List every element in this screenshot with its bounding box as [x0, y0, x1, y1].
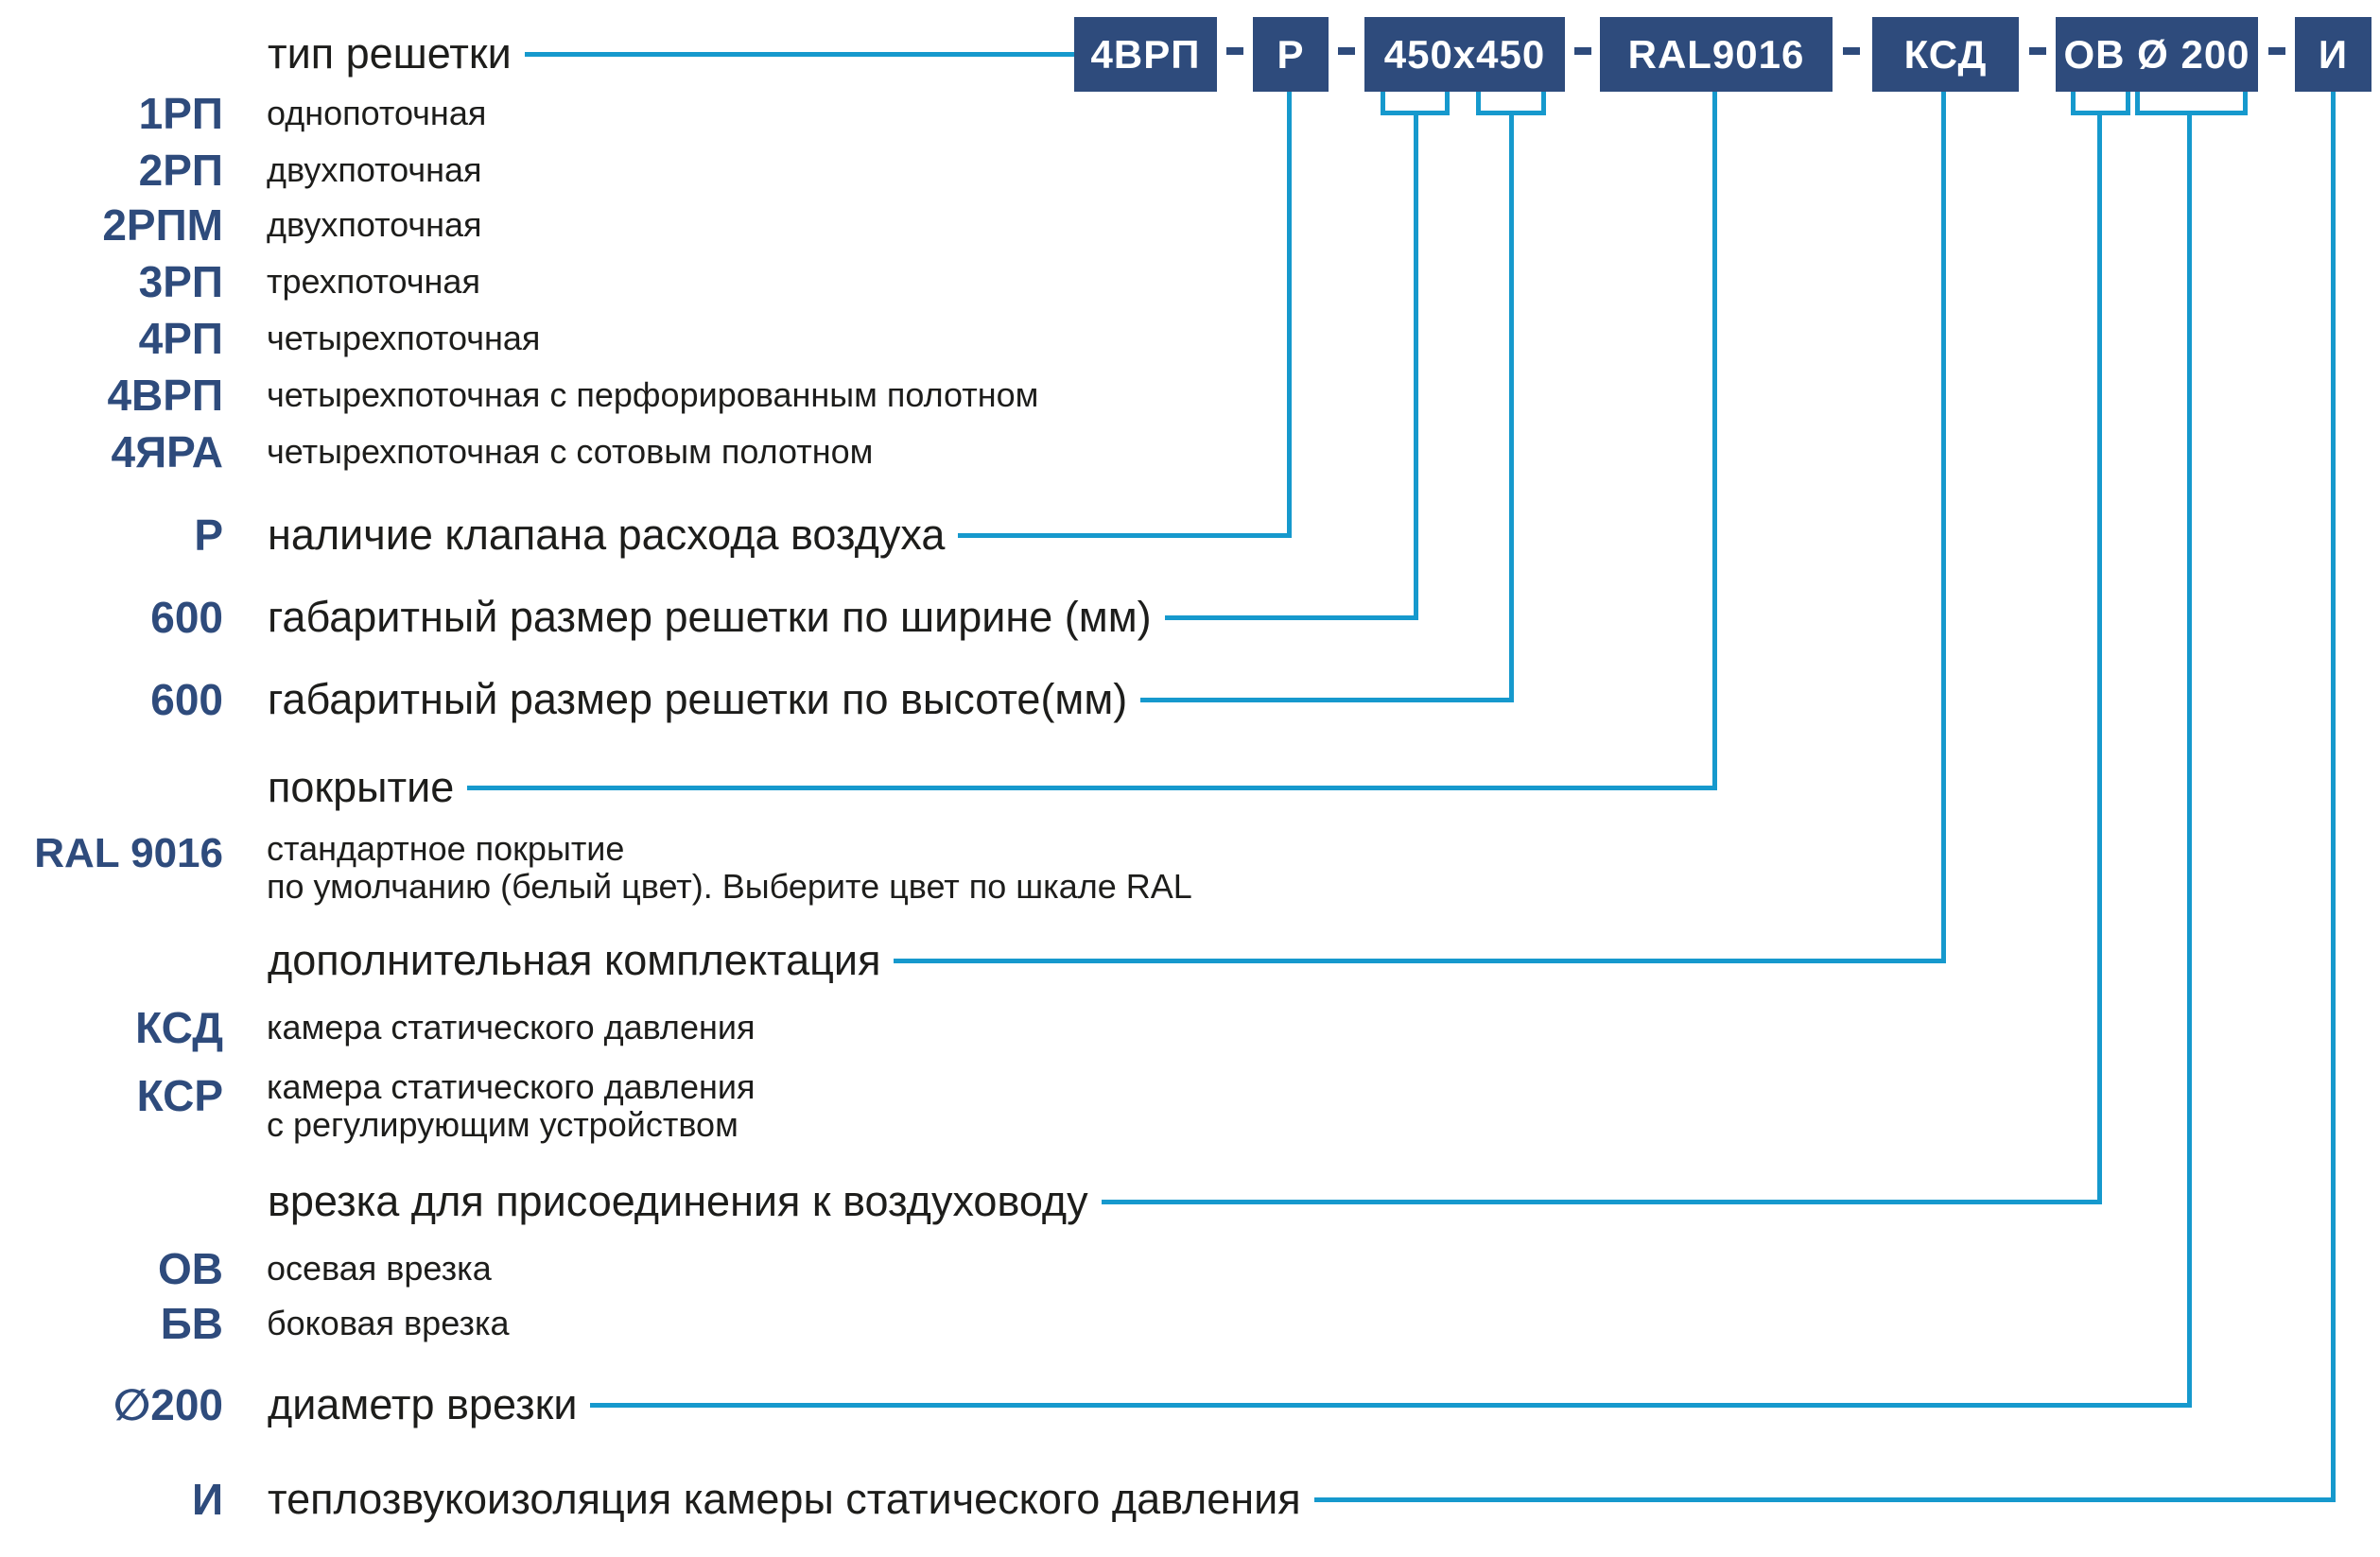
code-description: двухпоточная	[267, 205, 482, 244]
code-label: 4ЯРА	[111, 427, 223, 476]
connector-height-line	[1140, 697, 1514, 702]
heading-diameter: диаметр врезки	[268, 1379, 2192, 1430]
heading-insulation-label: теплозвукоизоляция камеры статического д…	[268, 1475, 1301, 1523]
code-label: БВ	[160, 1299, 223, 1348]
heading-diameter-label: диаметр врезки	[268, 1380, 578, 1428]
heading-coating: покрытие	[268, 762, 1717, 813]
code-label: КСД	[135, 1003, 223, 1052]
separator-dash	[2029, 47, 2046, 55]
code-label: 4РП	[138, 314, 223, 363]
code-description: боковая врезка	[267, 1304, 510, 1342]
heading-height: габаритный размер решетки по высоте(мм)	[268, 674, 1514, 725]
heading-extras-label: дополнительная комплектация	[268, 936, 881, 984]
connector-diameter-vline	[2187, 111, 2192, 1408]
code-label: 2РП	[138, 146, 223, 195]
separator-dash	[1574, 47, 1591, 55]
separator-dash	[1338, 47, 1355, 55]
connector-grille-type-line	[524, 51, 1074, 57]
code-label: 1РП	[138, 89, 223, 138]
heading-valve: наличие клапана расхода воздуха	[268, 510, 1292, 561]
code-label: И	[191, 1475, 223, 1524]
heading-tap: врезка для присоединения к воздуховоду	[268, 1176, 2102, 1227]
heading-height-label: габаритный размер решетки по высоте(мм)	[268, 675, 1128, 723]
separator-dash	[1226, 47, 1243, 55]
heading-width-label: габаритный размер решетки по ширине (мм)	[268, 593, 1152, 641]
code-segment-size: 450x450	[1364, 17, 1565, 92]
code-label: ∅200	[113, 1380, 223, 1429]
connector-diameter-line	[590, 1402, 2192, 1408]
code-segment-extras: КСД	[1872, 17, 2019, 92]
code-segment-grille-type: 4ВРП	[1074, 17, 1217, 92]
heading-tap-label: врезка для присоединения к воздуховоду	[268, 1177, 1088, 1225]
code-description: стандартное покрытие по умолчанию (белый…	[267, 830, 1192, 906]
connector-coating-line	[467, 785, 1717, 790]
heading-coating-label: покрытие	[268, 763, 455, 811]
code-label: 4ВРП	[107, 371, 223, 420]
code-description: четырехпоточная	[267, 319, 541, 357]
code-description: четырехпоточная с сотовым полотном	[267, 432, 874, 471]
heading-grille-type: тип решетки	[268, 28, 1074, 79]
code-description: четырехпоточная с перфорированным полотн…	[267, 375, 1039, 414]
code-label: RAL 9016	[34, 830, 223, 876]
connector-insulation-vline	[2331, 92, 2336, 1502]
code-label: 3РП	[138, 257, 223, 306]
code-label: Р	[194, 510, 223, 560]
code-description: камера статического давления	[267, 1008, 756, 1047]
code-label: 600	[150, 593, 223, 642]
code-description: камера статического давления с регулирую…	[267, 1068, 755, 1144]
heading-valve-label: наличие клапана расхода воздуха	[268, 510, 946, 559]
connector-tap-vline	[2097, 111, 2102, 1204]
code-description: двухпоточная	[267, 150, 482, 189]
separator-dash	[2268, 47, 2285, 55]
heading-grille-type-label: тип решетки	[268, 29, 512, 78]
heading-extras: дополнительная комплектация	[268, 935, 1946, 986]
connector-tap-line	[1101, 1199, 2102, 1204]
code-label: ОВ	[158, 1244, 223, 1293]
heading-insulation: теплозвукоизоляция камеры статического д…	[268, 1474, 2336, 1525]
separator-dash	[1843, 47, 1860, 55]
connector-coating-vline	[1712, 92, 1717, 790]
code-label: 600	[150, 675, 223, 724]
connector-width-line	[1164, 614, 1418, 620]
code-description: однопоточная	[267, 94, 487, 132]
connector-valve-line	[958, 532, 1292, 538]
heading-width: габаритный размер решетки по ширине (мм)	[268, 592, 1418, 643]
code-segment-tap-diameter: ОВ Ø 200	[2056, 17, 2258, 92]
code-segment-insulation: И	[2295, 17, 2371, 92]
connector-width-vline	[1414, 111, 1418, 620]
connector-extras-vline	[1941, 92, 1946, 963]
connector-insulation-line	[1313, 1496, 2336, 1502]
code-description: осевая врезка	[267, 1249, 492, 1288]
ksr-desc-line1: камера статического давления	[267, 1067, 756, 1106]
connector-valve-vline	[1287, 92, 1292, 537]
code-description: трехпоточная	[267, 262, 480, 301]
coating-desc-line2: по умолчанию (белый цвет). Выберите цвет…	[267, 867, 1192, 906]
coating-desc-line1: стандартное покрытие	[267, 829, 625, 868]
connector-height-vline	[1509, 111, 1514, 702]
code-label: 2РПМ	[102, 200, 223, 250]
code-segment-coating: RAL9016	[1600, 17, 1833, 92]
connector-extras-line	[894, 958, 1946, 963]
ksr-desc-line2: с регулирующим устройством	[267, 1105, 738, 1144]
code-segment-valve: Р	[1253, 17, 1329, 92]
code-label: КСР	[136, 1071, 223, 1120]
